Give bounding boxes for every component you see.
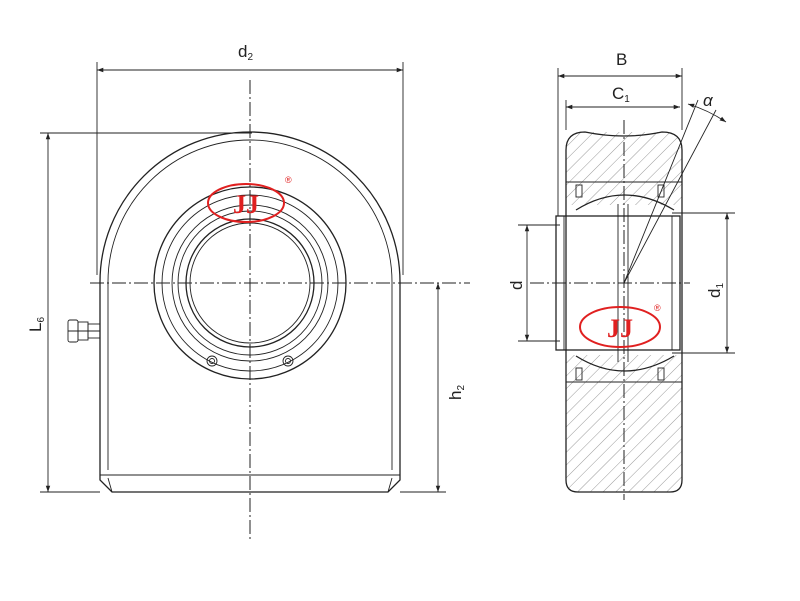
inner-ring-lower (575, 355, 675, 372)
housing-inner-outline (107, 139, 393, 470)
chamfer-left (107, 477, 113, 493)
alpha-arc (687, 103, 727, 123)
tilt-line-1 (623, 99, 699, 284)
d2-label: d2 (238, 42, 253, 63)
seal-top-left (575, 184, 583, 198)
seal-bottom-left (575, 367, 583, 381)
housing-outline (99, 131, 401, 493)
retaining-hole-left (206, 355, 218, 367)
logo-text: JJ (233, 190, 259, 219)
retaining-hole-left-inner (209, 358, 215, 364)
alpha-label: α (703, 91, 714, 110)
B-label: B (616, 50, 627, 69)
section-view: α B C1 d d1 JJ ® (507, 50, 735, 500)
retaining-hole-right-inner (285, 358, 291, 364)
inner-ring-upper (575, 194, 675, 211)
grease-nipple-icon (67, 319, 101, 343)
h2-label: h2 (446, 385, 467, 400)
jj-logo: JJ ® (207, 175, 292, 223)
logo-text-section: JJ (607, 314, 633, 343)
housing-section-outline (565, 131, 683, 493)
retaining-hole-right (282, 355, 294, 367)
L6-label: L6 (26, 317, 47, 332)
C1-label: C1 (612, 84, 630, 105)
d-label: d (507, 281, 526, 290)
tilt-line-2 (623, 109, 717, 284)
d1-label: d1 (705, 283, 726, 298)
seal-top-right (657, 184, 665, 198)
logo-registered-mark-section: ® (654, 303, 661, 313)
jj-logo-section: JJ ® (579, 303, 661, 348)
front-view: d2 L6 h2 JJ ® (26, 42, 470, 540)
seal-bottom-right (657, 367, 665, 381)
chamfer-right (387, 477, 393, 493)
logo-registered-mark: ® (285, 175, 292, 185)
